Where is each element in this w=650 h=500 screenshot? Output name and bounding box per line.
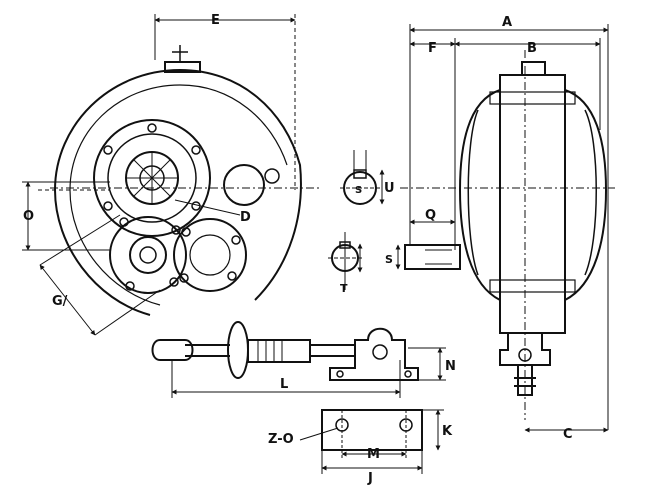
label-J: J (367, 471, 373, 486)
small-plug (264, 168, 280, 184)
label-S-upper: S (355, 185, 362, 196)
bracket-hole-left (336, 370, 344, 378)
upper-gear-spokes (126, 152, 178, 204)
label-M: M (367, 447, 380, 462)
lower-left-gear-bolts (119, 217, 181, 291)
label-E: E (211, 13, 220, 28)
label-K: K (442, 424, 453, 439)
turnbuckle-wheel (227, 321, 249, 379)
lower-right-gear-bolts (179, 227, 241, 283)
label-F: F (428, 41, 437, 56)
right-flange (564, 89, 608, 301)
label-G: G/ (52, 294, 68, 309)
side-rod (517, 365, 533, 396)
lower-right-gear-inner (189, 234, 231, 276)
label-B: B (527, 41, 537, 56)
label-O: O (23, 209, 34, 224)
bracket-hole-right (404, 370, 412, 378)
front-view (53, 45, 419, 381)
side-clevis (499, 332, 551, 366)
clevis-pin (372, 344, 388, 360)
small-cover (223, 164, 265, 206)
label-C: C (563, 427, 573, 442)
side-view-dimensions (395, 24, 615, 433)
upper-gear-ring (107, 133, 197, 223)
turnbuckle-threads (257, 340, 283, 362)
label-D: D (240, 210, 251, 225)
output-shaft (404, 244, 461, 270)
center-drum (499, 74, 566, 334)
upper-gear-housing (93, 119, 211, 237)
label-S-lower: S (385, 253, 393, 266)
keyway-detail-upper (340, 150, 385, 205)
left-flange (458, 89, 501, 301)
top-lug (164, 61, 201, 73)
housing-outline (53, 68, 302, 316)
label-U: U (384, 181, 395, 196)
label-ZO: Z-O (268, 432, 294, 447)
housing-inner-outline (69, 84, 288, 306)
keyway-detail-lower (328, 232, 363, 290)
lower-left-gear-hub (129, 236, 167, 274)
turnbuckle-body (247, 339, 311, 363)
clevis-bracket (329, 327, 419, 381)
drum-band-bottom (489, 279, 576, 293)
base-plate (321, 409, 423, 451)
torque-arm-rod (310, 344, 355, 357)
lower-left-gear (109, 216, 187, 294)
base-plate-detail (299, 409, 444, 474)
dimension-labels: E A F B O D G/ Q S U T S N L C K Z-O M J (23, 13, 573, 486)
left-flange-inner (467, 109, 479, 276)
lower-left-gear-center (139, 246, 157, 264)
lower-right-gear (173, 218, 247, 292)
label-A: A (502, 15, 512, 30)
label-N: N (445, 359, 456, 374)
torque-arm-pivot (151, 339, 194, 361)
side-top-lug (521, 61, 546, 76)
drum-band-top (489, 91, 576, 105)
side-view (404, 61, 608, 396)
label-T: T (340, 282, 348, 295)
label-Q: Q (425, 208, 436, 223)
front-view-dimensions (22, 14, 446, 398)
lug-bolt (172, 45, 188, 62)
torque-arm-link (185, 344, 230, 357)
right-flange-inner (584, 109, 597, 276)
label-L: L (280, 377, 288, 392)
